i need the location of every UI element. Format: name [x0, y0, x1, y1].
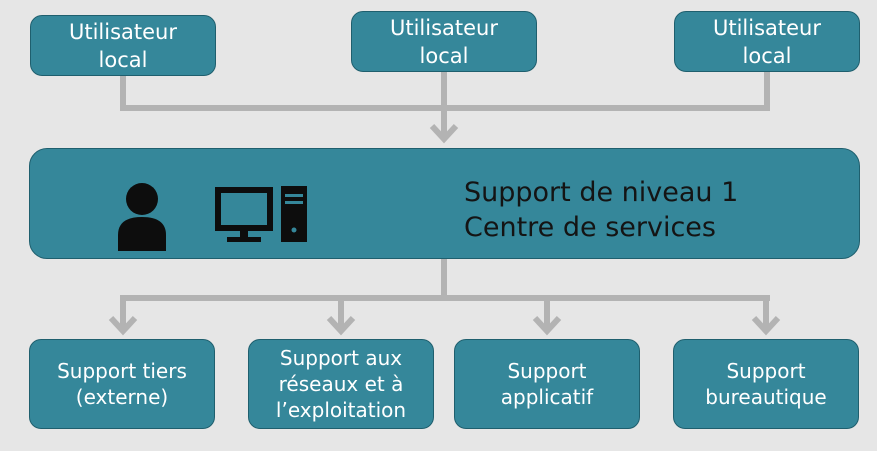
network-operations-support-node: Support aux réseaux et à l’exploitation [248, 339, 434, 429]
service-desk-text: Support de niveau 1 Centre de services [464, 175, 738, 245]
support-node-label: Support applicatif [500, 359, 594, 409]
service-desk-node: Support de niveau 1 Centre de services [29, 148, 860, 259]
arrow-to-b1 [108, 315, 138, 336]
arrow-to-b4 [751, 315, 781, 336]
service-desk-level-label: Support de niveau 1 [464, 177, 739, 208]
application-support-node: Support applicatif [454, 339, 640, 429]
support-node-label: Support aux réseaux et à l’exploitation [275, 346, 407, 422]
third-party-support-node: Support tiers (externe) [29, 339, 215, 429]
service-desk-icons [118, 183, 307, 251]
local-user-node-1: Utilisateur local [30, 15, 216, 76]
arrow-to-central [429, 123, 459, 144]
support-node-label: Support bureautique [705, 359, 827, 409]
support-node-label: Support tiers (externe) [57, 359, 187, 409]
local-user-node-3: Utilisateur local [674, 11, 860, 72]
local-user-label: Utilisateur local [712, 15, 821, 68]
arrow-to-b2 [326, 315, 356, 336]
service-desk-center-label: Centre de services [464, 212, 716, 243]
computer-monitor-icon [215, 187, 273, 242]
computer-tower-icon [281, 186, 307, 242]
arrow-to-b3 [532, 315, 562, 336]
local-user-label: Utilisateur local [389, 15, 498, 68]
local-user-node-2: Utilisateur local [351, 11, 537, 72]
local-user-label: Utilisateur local [68, 19, 177, 72]
office-support-node: Support bureautique [673, 339, 859, 429]
person-icon [118, 183, 166, 251]
